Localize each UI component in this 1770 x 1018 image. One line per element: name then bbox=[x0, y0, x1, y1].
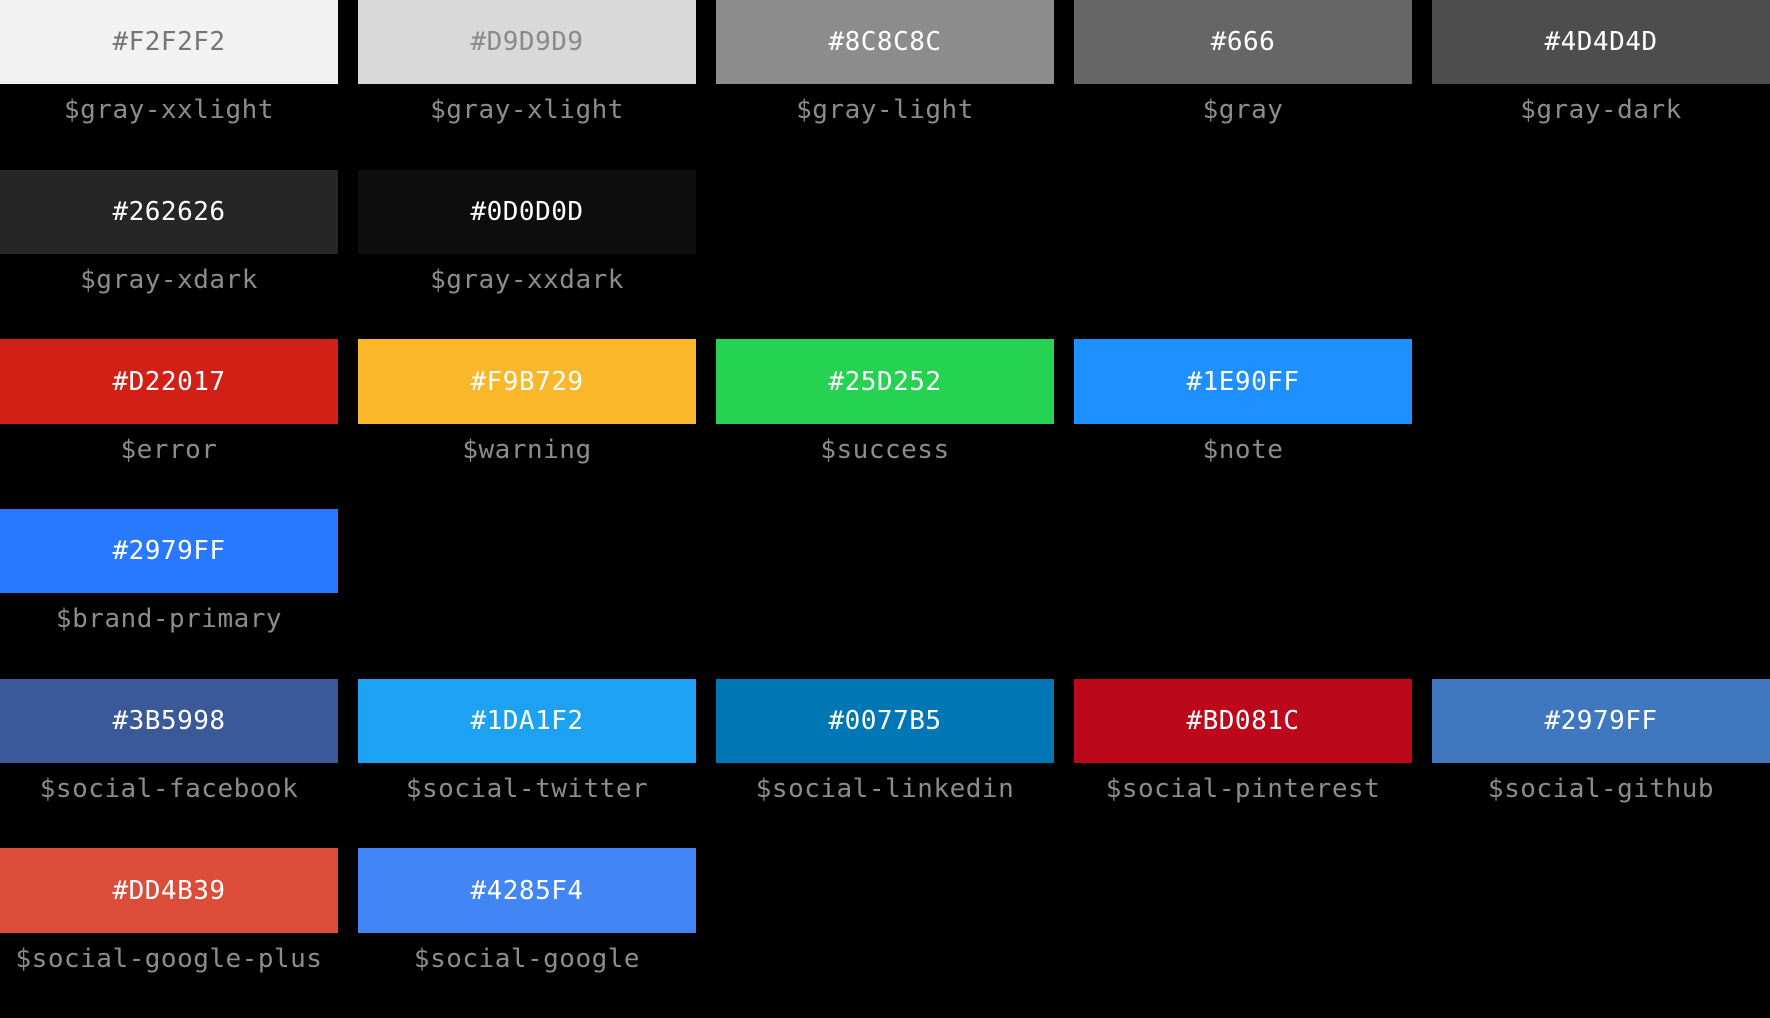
palette-row: #F2F2F2 $gray-xxlight #D9D9D9 $gray-xlig… bbox=[0, 0, 1770, 170]
color-swatch: #F9B729 $warning bbox=[358, 339, 696, 509]
swatch-hex-code: #D22017 bbox=[112, 366, 226, 397]
swatch-hex-code: #2979FF bbox=[1544, 705, 1658, 736]
color-swatch: #2979FF $social-github bbox=[1432, 678, 1770, 849]
swatch-hex-code: #8C8C8C bbox=[828, 27, 942, 58]
color-swatch: #0077B5 $social-linkedin bbox=[716, 678, 1054, 849]
swatch-box: #25D252 bbox=[716, 339, 1054, 424]
swatch-box: #2979FF bbox=[0, 508, 338, 594]
swatch-hex-code: #25D252 bbox=[828, 366, 942, 397]
swatch-hex-code: #262626 bbox=[112, 196, 226, 227]
swatch-hex-code: #1E90FF bbox=[1186, 366, 1300, 397]
swatch-variable-name: $social-google bbox=[413, 943, 641, 974]
swatch-box: #262626 bbox=[0, 169, 338, 255]
color-swatch: #3B5998 $social-facebook bbox=[0, 678, 338, 849]
swatch-box: #F2F2F2 bbox=[0, 0, 338, 85]
swatch-variable-name: $social-google-plus bbox=[15, 943, 323, 974]
swatch-hex-code: #4D4D4D bbox=[1544, 27, 1658, 58]
swatch-hex-code: #DD4B39 bbox=[112, 875, 226, 906]
swatch-box: #4285F4 bbox=[358, 848, 696, 933]
color-swatch: #DD4B39 $social-google-plus bbox=[0, 848, 338, 1018]
swatch-variable-name: $social-linkedin bbox=[755, 774, 1015, 805]
swatch-box: #0D0D0D bbox=[358, 169, 696, 255]
swatch-box: #8C8C8C bbox=[716, 0, 1054, 85]
swatch-hex-code: #F2F2F2 bbox=[112, 27, 226, 58]
swatch-box: #1DA1F2 bbox=[358, 678, 696, 764]
color-swatch: #25D252 $success bbox=[716, 339, 1054, 509]
palette-row: #262626 $gray-xdark #0D0D0D $gray-xxdark bbox=[0, 169, 1770, 340]
swatch-box: #2979FF bbox=[1432, 678, 1770, 764]
swatch-box: #666 bbox=[1074, 0, 1412, 85]
swatch-variable-name: $error bbox=[120, 434, 218, 465]
swatch-box: #3B5998 bbox=[0, 678, 338, 764]
swatch-variable-name: $warning bbox=[462, 434, 592, 465]
color-swatch: #4285F4 $social-google bbox=[358, 848, 696, 1018]
swatch-hex-code: #1DA1F2 bbox=[470, 705, 584, 736]
color-swatch: #262626 $gray-xdark bbox=[0, 169, 338, 340]
swatch-variable-name: $gray-xxdark bbox=[430, 265, 624, 296]
swatch-variable-name: $social-twitter bbox=[405, 774, 649, 805]
swatch-box: #0077B5 bbox=[716, 678, 1054, 764]
swatch-box: #F9B729 bbox=[358, 339, 696, 424]
swatch-hex-code: #D9D9D9 bbox=[470, 27, 584, 58]
color-swatch: #4D4D4D $gray-dark bbox=[1432, 0, 1770, 170]
swatch-hex-code: #F9B729 bbox=[470, 366, 584, 397]
swatch-variable-name: $social-github bbox=[1487, 774, 1715, 805]
swatch-box: #D9D9D9 bbox=[358, 0, 696, 85]
swatch-hex-code: #3B5998 bbox=[112, 705, 226, 736]
swatch-variable-name: $note bbox=[1202, 434, 1284, 465]
color-swatch: #2979FF $brand-primary bbox=[0, 508, 338, 679]
swatch-hex-code: #4285F4 bbox=[470, 875, 584, 906]
swatch-variable-name: $gray-xxlight bbox=[64, 95, 274, 126]
palette-row: #DD4B39 $social-google-plus #4285F4 $soc… bbox=[0, 848, 1770, 1018]
color-swatch: #8C8C8C $gray-light bbox=[716, 0, 1054, 170]
swatch-hex-code: #0D0D0D bbox=[470, 196, 584, 227]
color-swatch: #F2F2F2 $gray-xxlight bbox=[0, 0, 338, 170]
swatch-variable-name: $brand-primary bbox=[55, 604, 283, 635]
swatch-box: #4D4D4D bbox=[1432, 0, 1770, 85]
color-swatch: #BD081C $social-pinterest bbox=[1074, 678, 1412, 849]
swatch-variable-name: $success bbox=[820, 434, 950, 465]
swatch-hex-code: #BD081C bbox=[1186, 705, 1300, 736]
palette-row: #3B5998 $social-facebook #1DA1F2 $social… bbox=[0, 678, 1770, 849]
color-swatch: #D22017 $error bbox=[0, 339, 338, 509]
swatch-variable-name: $social-pinterest bbox=[1105, 774, 1381, 805]
swatch-variable-name: $gray-dark bbox=[1520, 95, 1682, 126]
swatch-box: #DD4B39 bbox=[0, 848, 338, 933]
swatch-hex-code: #2979FF bbox=[112, 536, 226, 567]
color-swatch: #1DA1F2 $social-twitter bbox=[358, 678, 696, 849]
palette-row: #D22017 $error #F9B729 $warning #25D252 … bbox=[0, 339, 1770, 509]
swatch-variable-name: $social-facebook bbox=[39, 774, 299, 805]
swatch-variable-name: $gray-xlight bbox=[430, 95, 624, 126]
swatch-variable-name: $gray bbox=[1202, 95, 1284, 126]
color-swatch: #666 $gray bbox=[1074, 0, 1412, 170]
color-swatch: #1E90FF $note bbox=[1074, 339, 1412, 509]
swatch-box: #1E90FF bbox=[1074, 339, 1412, 424]
color-swatch: #D9D9D9 $gray-xlight bbox=[358, 0, 696, 170]
color-swatch: #0D0D0D $gray-xxdark bbox=[358, 169, 696, 340]
swatch-variable-name: $gray-light bbox=[796, 95, 974, 126]
swatch-box: #BD081C bbox=[1074, 678, 1412, 764]
swatch-hex-code: #0077B5 bbox=[828, 705, 942, 736]
swatch-hex-code: #666 bbox=[1210, 27, 1276, 58]
swatch-box: #D22017 bbox=[0, 339, 338, 424]
palette-row: #2979FF $brand-primary bbox=[0, 508, 1770, 679]
swatch-variable-name: $gray-xdark bbox=[80, 265, 258, 296]
